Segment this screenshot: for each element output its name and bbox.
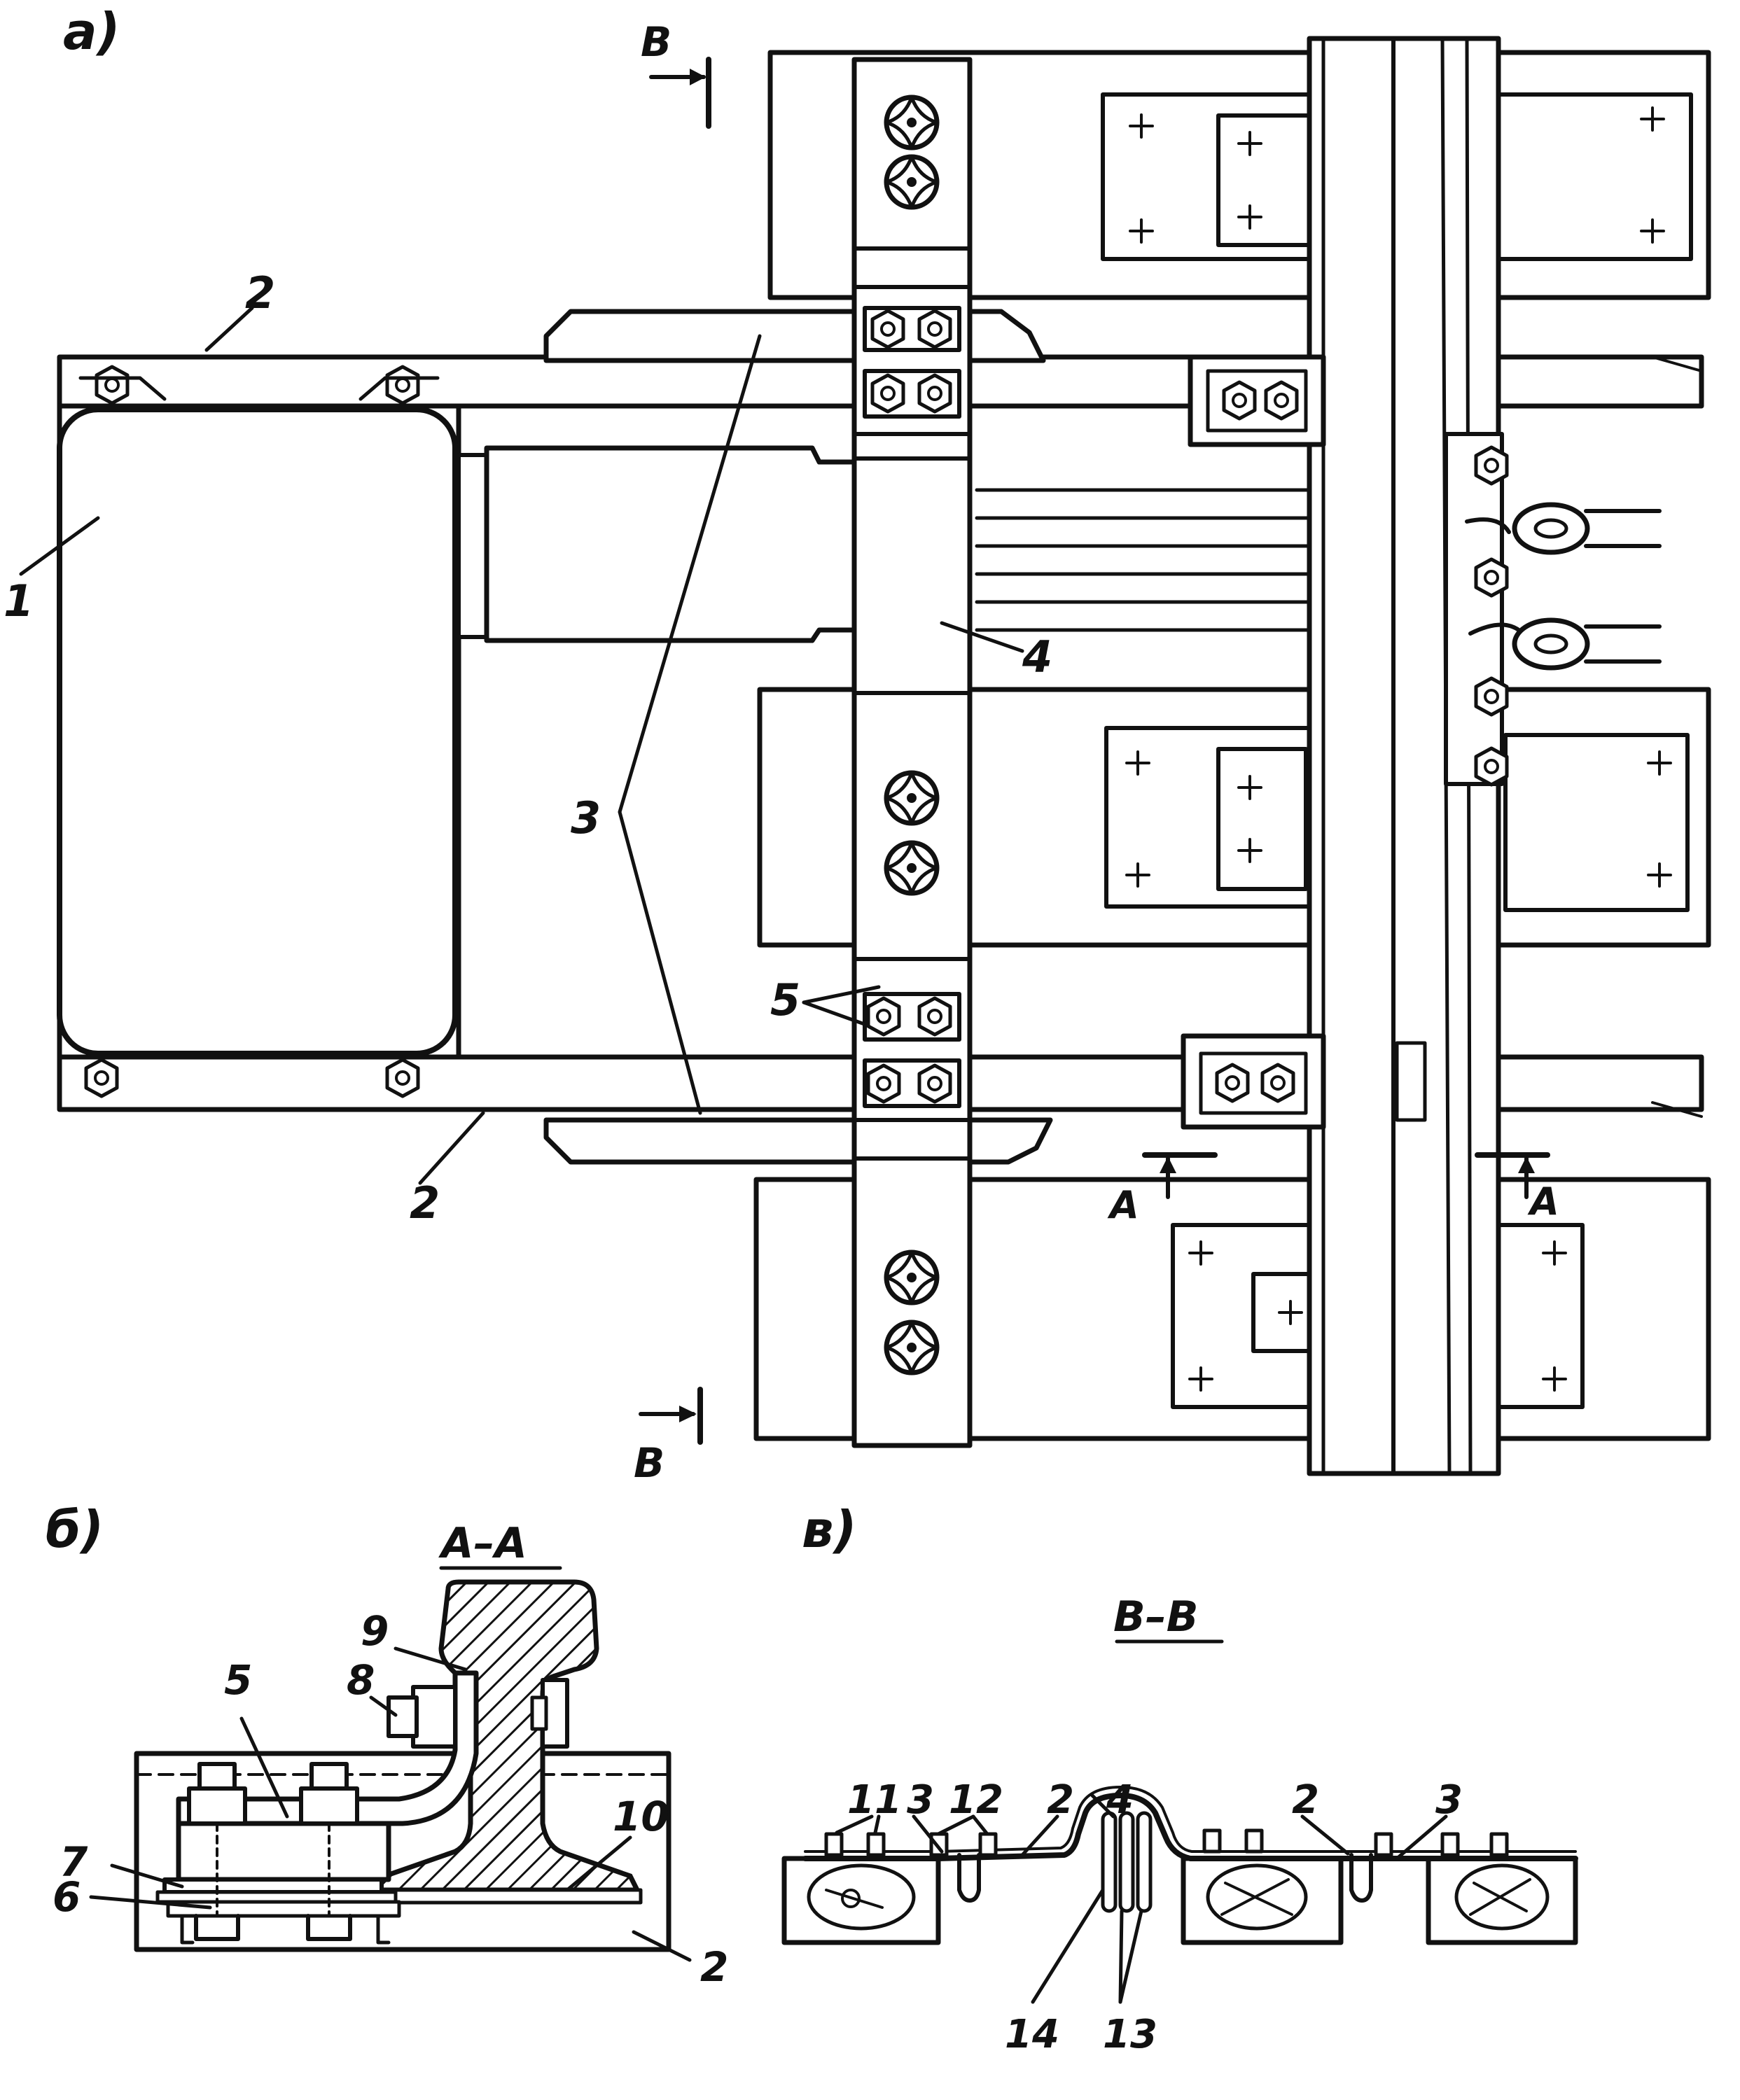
- rail-clips: [1181, 354, 1427, 1130]
- callout-2-top: 2: [245, 267, 275, 318]
- callout-4: 4: [1022, 631, 1052, 682]
- rail-bonds: [1444, 432, 1662, 785]
- panel-a-label: a): [63, 2, 120, 61]
- connector-strip-4: [851, 57, 973, 1448]
- callout-1: 1: [4, 575, 34, 626]
- section-mark-b-bottom: В: [634, 1439, 664, 1487]
- bb-callout-2a: 2: [1047, 1777, 1074, 1823]
- section-bb-view: в) В–В: [781, 1500, 1578, 2057]
- bb-bolts: [824, 1828, 1509, 1857]
- aa-callout-8: 8: [347, 1656, 375, 1704]
- bb-callout-12: 12: [949, 1777, 1003, 1823]
- aa-callout-7: 7: [60, 1838, 88, 1886]
- panel-b-label: б): [46, 1500, 104, 1559]
- plan-view: a) В В A A 1 2 2 3 4 5: [4, 2, 1711, 1487]
- aa-callout-5: 5: [224, 1656, 252, 1704]
- joint-box-1: [57, 367, 461, 1096]
- section-mark-a-right: A: [1527, 1180, 1559, 1224]
- bb-callout-14: 14: [1005, 2012, 1059, 2057]
- bb-sleeper-2: [1181, 1856, 1344, 1945]
- aa-callout-9: 9: [361, 1607, 389, 1655]
- callout-3: 3: [571, 792, 601, 844]
- aa-callout-2: 2: [700, 1943, 728, 1991]
- section-aa-title: А–А: [438, 1519, 527, 1568]
- bb-callout-3a: 3: [907, 1777, 934, 1823]
- bb-callout-13: 13: [1103, 2012, 1157, 2057]
- bb-callout-3b: 3: [1435, 1777, 1463, 1823]
- bb-sleeper-1: [781, 1856, 941, 1945]
- cable-lines: [975, 488, 1318, 632]
- section-bb-title: В–В: [1113, 1592, 1198, 1642]
- callout-2-bottom: 2: [410, 1177, 440, 1228]
- section-mark-b-top: В: [641, 18, 671, 66]
- aa-callout-10: 10: [613, 1793, 669, 1840]
- callout-5: 5: [770, 974, 800, 1026]
- panel-c-label: в): [802, 1500, 856, 1559]
- aa-callout-6: 6: [53, 1873, 81, 1921]
- bb-strip-4: [802, 1793, 1578, 1861]
- bb-callout-4: 4: [1106, 1777, 1134, 1823]
- coupling-body: [457, 445, 882, 643]
- section-aa-view: б) А–А: [46, 1500, 728, 1991]
- bb-callout-2b: 2: [1292, 1777, 1319, 1823]
- section-mark-a-left: A: [1107, 1183, 1139, 1227]
- section-marks: [639, 57, 1550, 1445]
- bb-sleeper-3: [1426, 1856, 1578, 1945]
- bb-callout-11: 11: [847, 1777, 902, 1823]
- leaders-plan: [19, 306, 1024, 1185]
